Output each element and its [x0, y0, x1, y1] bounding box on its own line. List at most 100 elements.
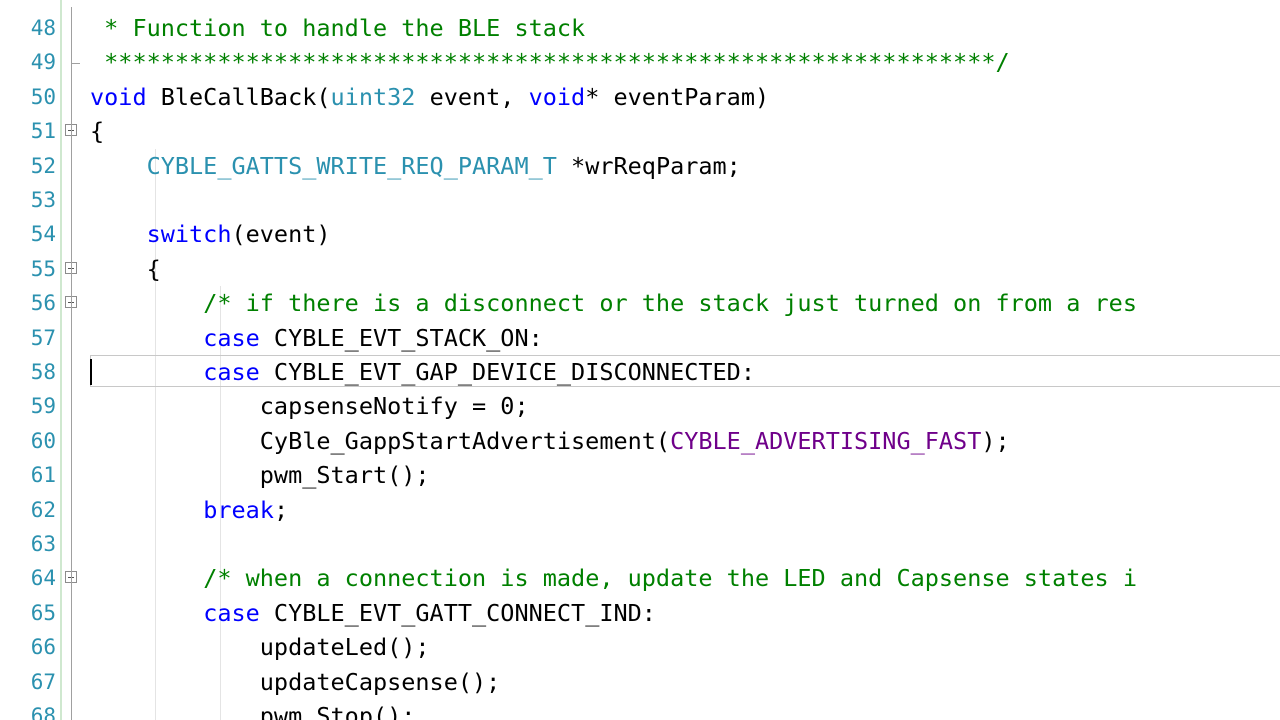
code-line[interactable]: 50 void BleCallBack(uint32 event, void* e… [0, 80, 1280, 114]
code-text[interactable]: CyBle_GappStartAdvertisement(CYBLE_ADVER… [90, 424, 1010, 458]
code-token [90, 496, 203, 524]
code-token: updateLed(); [90, 633, 430, 662]
code-text[interactable]: case CYBLE_EVT_GATT_CONNECT_IND: [90, 596, 656, 630]
code-text[interactable]: case CYBLE_EVT_STACK_ON: [90, 321, 543, 355]
code-token: (event) [231, 220, 331, 249]
indent-guide [155, 148, 156, 720]
code-line[interactable]: 66 updateLed(); [0, 630, 1280, 664]
code-line[interactable]: 64 /* when a connection is made, update … [0, 561, 1280, 595]
line-number: 50 [30, 84, 56, 109]
line-number: 66 [30, 635, 56, 660]
code-line[interactable]: 54 switch(event) [0, 217, 1280, 251]
code-token: * Function to handle the BLE stack [90, 14, 586, 42]
code-line[interactable]: 52 CYBLE_GATTS_WRITE_REQ_PARAM_T *wrReqP… [0, 149, 1280, 183]
line-number: 62 [30, 497, 56, 522]
line-number: 61 [30, 463, 56, 488]
code-token: ****************************************… [90, 48, 1010, 77]
line-number: 64 [30, 566, 56, 591]
code-line[interactable]: 68 pwm_Stop(); [0, 699, 1280, 720]
code-text[interactable]: pwm_Stop(); [90, 699, 416, 720]
code-token [90, 599, 203, 627]
code-token: case [203, 323, 260, 352]
code-token: uint32 [330, 82, 416, 111]
code-text[interactable]: { [90, 252, 161, 286]
line-number: 52 [30, 153, 56, 178]
code-text[interactable]: void BleCallBack(uint32 event, void* eve… [90, 80, 769, 114]
code-token [90, 152, 147, 180]
code-line[interactable]: 53 [0, 183, 1280, 217]
code-text[interactable]: case CYBLE_EVT_GAP_DEVICE_DISCONNECTED: [90, 355, 755, 389]
code-text[interactable]: updateCapsense(); [90, 665, 501, 699]
code-token: /* if there is a disconnect or the stack… [203, 289, 1137, 318]
line-number: 63 [30, 532, 56, 556]
code-text[interactable]: ****************************************… [90, 45, 1010, 79]
line-number: 55 [30, 256, 56, 281]
line-number: 65 [30, 600, 56, 625]
line-number: 60 [30, 428, 56, 453]
code-token: capsenseNotify = 0; [90, 392, 529, 421]
code-token: BleCallBack( [146, 82, 331, 111]
code-token [90, 358, 203, 386]
line-number: 53 [30, 188, 56, 212]
code-token: switch [146, 220, 232, 249]
line-number: 58 [30, 360, 56, 384]
code-token: CYBLE_ADVERTISING_FAST [670, 426, 982, 455]
code-token: CYBLE_EVT_GAP_DEVICE_DISCONNECTED: [259, 358, 755, 386]
code-token: { [90, 254, 161, 283]
gutter-change-bar [60, 0, 62, 720]
code-text[interactable]: * Function to handle the BLE stack [90, 11, 585, 45]
line-number: 59 [30, 394, 56, 419]
code-line[interactable]: 56 /* if there is a disconnect or the st… [0, 286, 1280, 320]
code-token: *wrReqParam; [556, 151, 741, 180]
code-line[interactable]: 55 { [0, 252, 1280, 286]
code-line[interactable]: 65 case CYBLE_EVT_GATT_CONNECT_IND: [0, 596, 1280, 630]
code-token: * eventParam) [585, 82, 770, 111]
code-token: ; [273, 495, 289, 524]
code-line[interactable]: 61 pwm_Start(); [0, 458, 1280, 492]
code-line[interactable]: 67 updateCapsense(); [0, 665, 1280, 699]
code-token [90, 289, 203, 317]
code-text[interactable]: updateLed(); [90, 630, 430, 664]
code-token: CYBLE_GATTS_WRITE_REQ_PARAM_T [146, 151, 557, 180]
code-token: CYBLE_EVT_GATT_CONNECT_IND: [259, 598, 656, 627]
code-token: CyBle_GappStartAdvertisement( [90, 426, 671, 455]
line-number: 56 [30, 291, 56, 316]
code-line[interactable]: 57 case CYBLE_EVT_STACK_ON: [0, 321, 1280, 355]
code-text[interactable]: capsenseNotify = 0; [90, 389, 529, 423]
line-number: 68 [30, 704, 56, 720]
code-line[interactable]: 59 capsenseNotify = 0; [0, 389, 1280, 423]
indent-guide [220, 286, 221, 720]
code-token: void [90, 82, 147, 111]
text-caret [90, 359, 92, 385]
code-text[interactable]: break; [90, 493, 288, 527]
code-text[interactable]: { [90, 114, 104, 148]
code-token: CYBLE_EVT_STACK_ON: [259, 323, 543, 352]
line-number: 57 [30, 325, 56, 350]
code-token: updateCapsense(); [90, 667, 501, 696]
code-line[interactable]: 48 * Function to handle the BLE stack [0, 11, 1280, 45]
code-token: pwm_Stop(); [90, 702, 416, 720]
code-token: pwm_Start(); [90, 461, 430, 490]
line-number: 49 [30, 50, 56, 75]
code-line[interactable]: 49 *************************************… [0, 45, 1280, 79]
code-line[interactable]: 58 case CYBLE_EVT_GAP_DEVICE_DISCONNECTE… [0, 355, 1280, 389]
code-text[interactable]: switch(event) [90, 217, 331, 251]
code-token [90, 564, 203, 592]
code-text[interactable]: pwm_Start(); [90, 458, 430, 492]
code-line[interactable]: 62 break; [0, 493, 1280, 527]
code-text[interactable]: /* if there is a disconnect or the stack… [90, 286, 1137, 320]
code-line[interactable]: 63 [0, 527, 1280, 561]
line-number: 54 [30, 222, 56, 247]
code-token: { [90, 117, 105, 146]
code-line[interactable]: 60 CyBle_GappStartAdvertisement(CYBLE_AD… [0, 424, 1280, 458]
code-text[interactable]: CYBLE_GATTS_WRITE_REQ_PARAM_T *wrReqPara… [90, 149, 741, 183]
fold-end-marker-icon [71, 45, 80, 65]
fold-tree-line [71, 7, 72, 720]
code-line[interactable]: 51 { [0, 114, 1280, 148]
code-token: case [203, 598, 260, 627]
line-number: 51 [30, 119, 56, 144]
code-token: void [528, 82, 586, 111]
code-text[interactable]: /* when a connection is made, update the… [90, 561, 1137, 595]
line-number: 48 [30, 16, 56, 40]
